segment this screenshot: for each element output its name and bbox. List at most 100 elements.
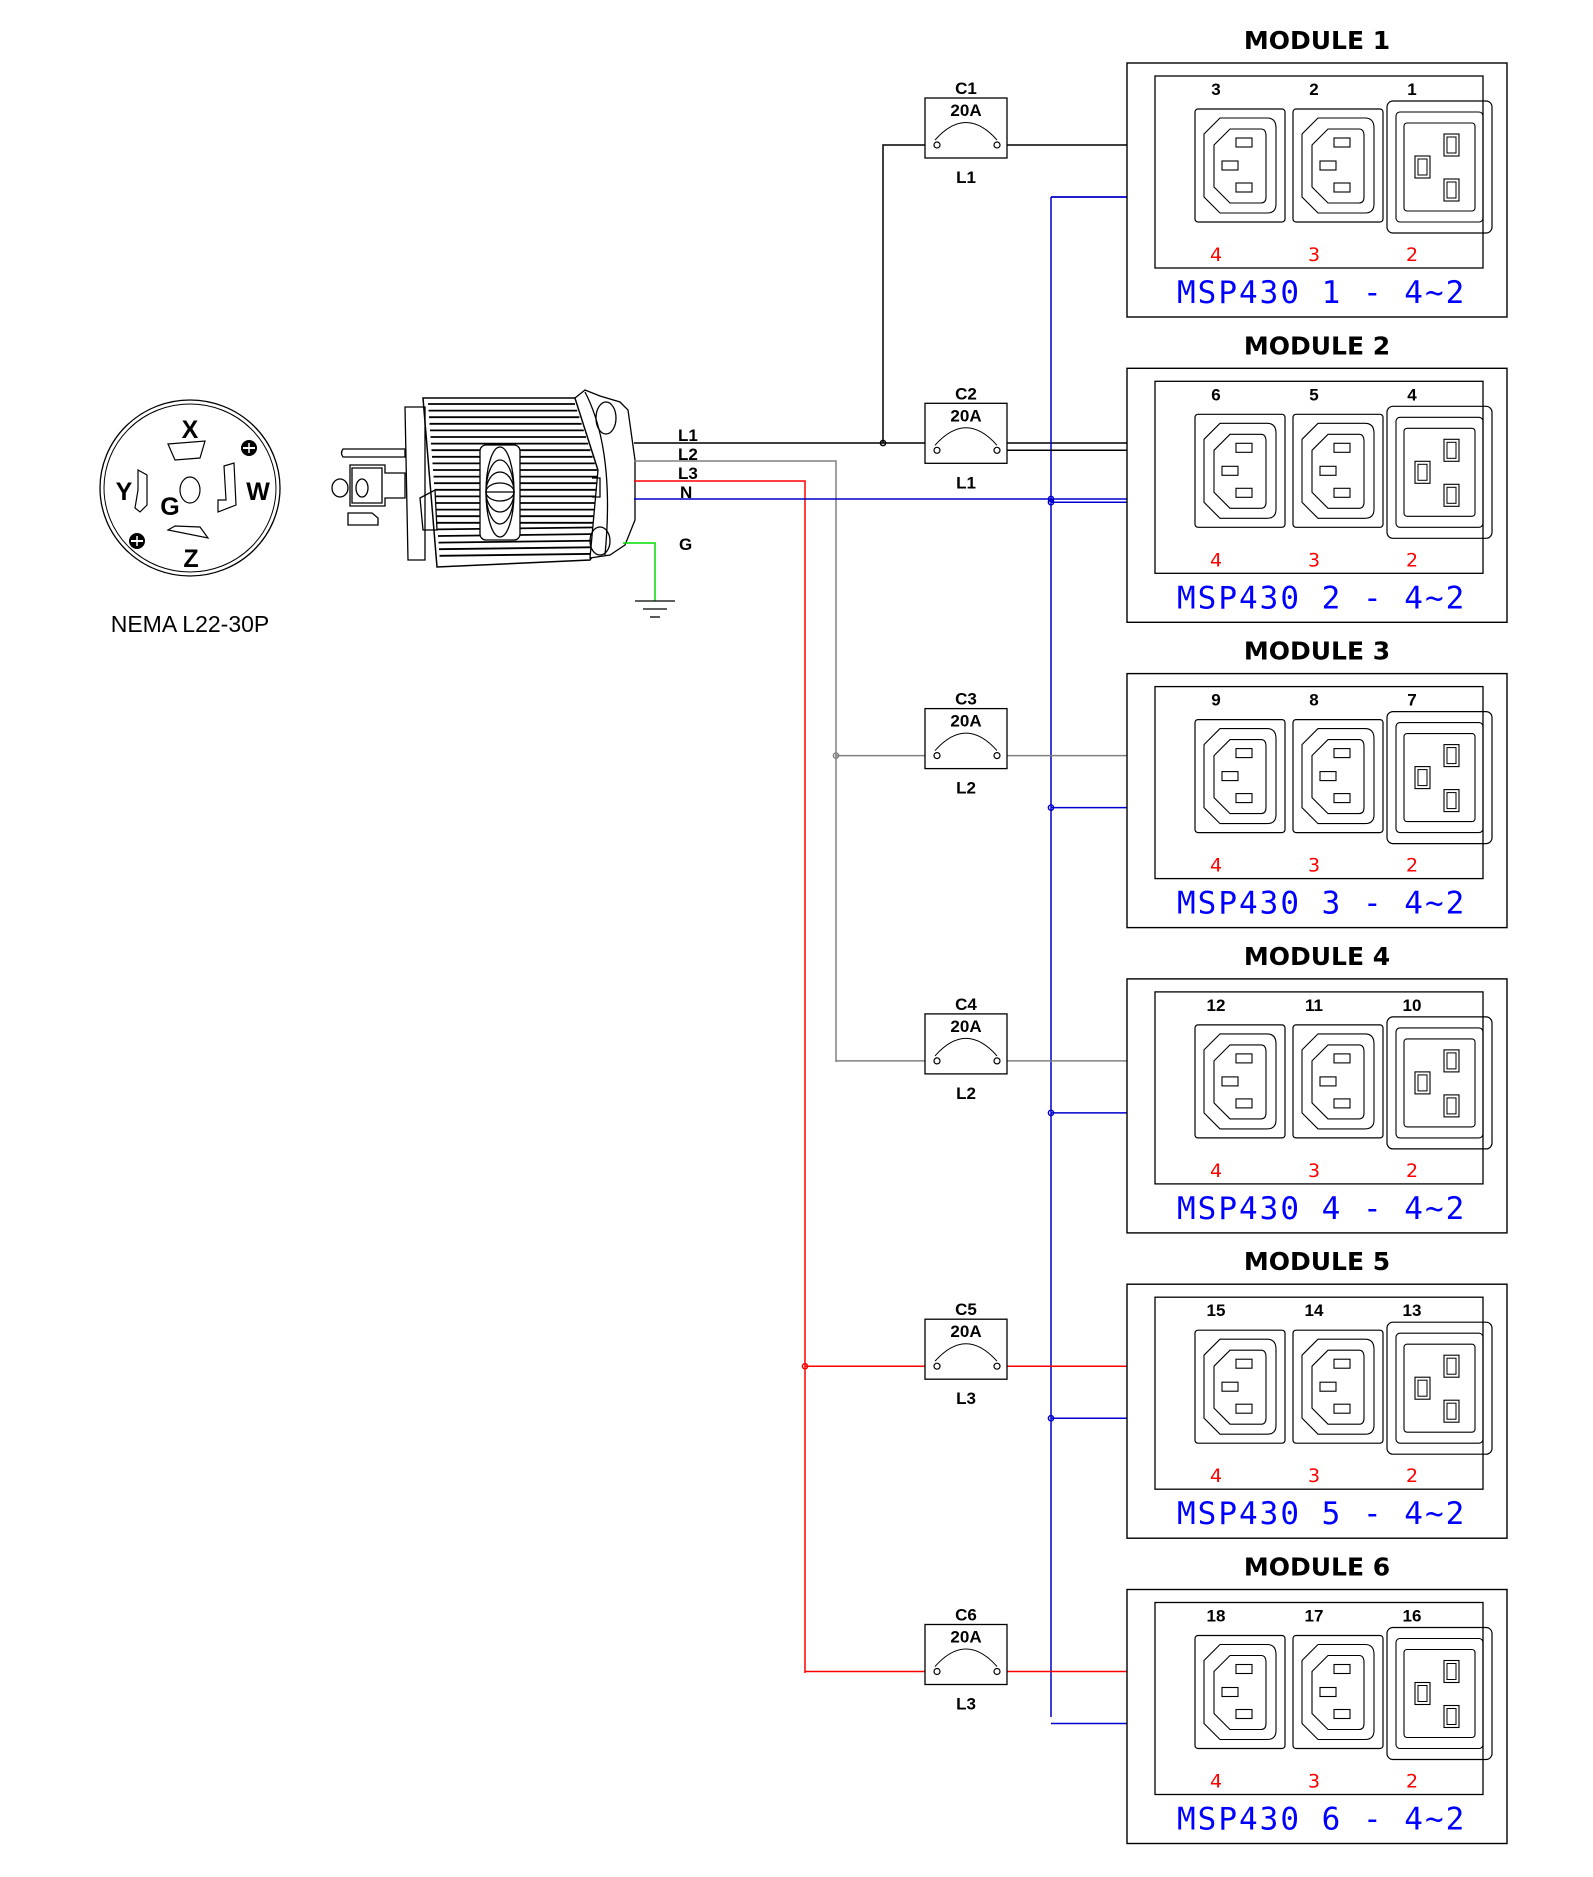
screw-icon	[241, 440, 257, 456]
module-title: MODULE 6	[1244, 1553, 1390, 1582]
module-title: MODULE 1	[1244, 26, 1390, 55]
breaker-terminal	[993, 141, 1001, 149]
iec-c19-outlet-icon	[1386, 1321, 1493, 1455]
iec-c19-outlet-icon	[1386, 710, 1493, 845]
channel-number: 3	[1308, 1771, 1320, 1793]
junction-dot	[1047, 498, 1055, 506]
module-title: MODULE 2	[1244, 331, 1390, 360]
breaker-contact-arc	[934, 427, 998, 446]
outlet-number: 8	[1309, 691, 1318, 710]
breaker-c2: C2 20A L1	[924, 384, 1008, 492]
iec-c13-outlet-icon	[1194, 413, 1286, 528]
outlet-number: 6	[1211, 385, 1220, 404]
channel-number: 4	[1210, 1160, 1222, 1182]
module-outer-box	[1126, 978, 1508, 1234]
breaker-terminal	[933, 1362, 941, 1370]
breaker-contact-arc	[934, 1037, 998, 1057]
iec-c13-outlet-icon	[1292, 1024, 1384, 1139]
breaker-terminal	[993, 1362, 1001, 1370]
pin-label-z: Z	[183, 545, 198, 573]
breaker-contact-arc	[934, 122, 998, 141]
channel-number: 3	[1308, 1465, 1320, 1487]
breaker-phase: L3	[956, 1389, 976, 1408]
outlet-number: 10	[1403, 996, 1422, 1015]
breaker-terminal	[993, 1667, 1001, 1676]
module-title: MODULE 5	[1244, 1247, 1390, 1276]
outlet-number: 11	[1305, 996, 1323, 1015]
breaker-phase: L2	[956, 779, 976, 798]
wire-l2	[634, 460, 837, 1062]
breaker-box	[924, 707, 1008, 770]
junction-dot	[1047, 495, 1055, 503]
iec-c13-outlet-icon	[1194, 1634, 1286, 1750]
breaker-phase: L1	[956, 168, 976, 187]
wire-l1-branch	[882, 144, 927, 443]
breaker-terminal	[933, 141, 941, 149]
breaker-terminal	[933, 446, 941, 454]
channel-number: 3	[1308, 244, 1320, 266]
outlet-number: 2	[1309, 80, 1318, 99]
breaker-rating: 20A	[950, 1628, 981, 1647]
outlet-number: 18	[1207, 1607, 1226, 1626]
channel-number: 4	[1210, 549, 1222, 571]
channel-number: 3	[1308, 549, 1320, 571]
junction-dot	[879, 439, 887, 447]
wire-l3	[634, 480, 806, 1673]
wire-bus	[634, 144, 1127, 1725]
breaker-id: C4	[955, 995, 977, 1014]
iec-c19-outlet-icon	[1386, 405, 1493, 539]
breaker-terminal	[933, 751, 941, 760]
channel-number: 4	[1210, 244, 1222, 266]
outlet-number: 3	[1211, 80, 1220, 99]
module-title: MODULE 4	[1244, 942, 1390, 971]
breaker-rating: 20A	[950, 406, 981, 425]
channel-number: 2	[1406, 1465, 1418, 1487]
module-outer-box	[1126, 62, 1508, 318]
channel-number: 3	[1308, 1160, 1320, 1182]
iec-c13-outlet-icon	[1194, 1024, 1286, 1139]
channel-number: 2	[1406, 855, 1418, 877]
junction-dot	[1047, 1109, 1055, 1117]
iec-c13-outlet-icon	[1194, 1329, 1286, 1444]
outlet-number: 9	[1211, 691, 1220, 710]
outlet-number: 1	[1407, 80, 1416, 99]
ground-symbol-icon	[635, 600, 675, 618]
nema-plug-face: X Y Z W G NEMA L22-30P	[99, 399, 281, 637]
plug-body-drawing	[331, 389, 636, 568]
wire-label-l2: L2	[678, 445, 698, 464]
channel-number: 2	[1406, 1771, 1418, 1793]
ground-wire	[623, 542, 656, 601]
module-outer-box	[1126, 367, 1508, 623]
iec-c19-outlet-icon	[1386, 1626, 1493, 1761]
module-outer-box	[1126, 1283, 1508, 1539]
junction-dot	[1047, 804, 1055, 811]
breaker-terminal	[993, 1057, 1001, 1065]
wire-label-l3: L3	[678, 464, 698, 483]
outlet-number: 12	[1207, 996, 1226, 1015]
breaker-contact-arc	[934, 1343, 998, 1362]
wire-label-g: G	[679, 535, 692, 554]
wire-label-n: N	[680, 483, 692, 502]
channel-number: 2	[1406, 244, 1418, 266]
channel-number: 4	[1210, 855, 1222, 877]
channel-number: 4	[1210, 1771, 1222, 1793]
channel-number: 2	[1406, 549, 1418, 571]
breaker-id: C1	[955, 79, 977, 98]
outlet-number: 17	[1305, 1607, 1324, 1626]
wire-label-l1: L1	[678, 426, 698, 445]
breaker-phase: L1	[956, 473, 976, 492]
breaker-contact-arc	[934, 732, 998, 751]
channel-number: 3	[1308, 855, 1320, 877]
breaker-rating: 20A	[950, 1322, 981, 1341]
iec-c13-outlet-icon	[1292, 108, 1384, 223]
breaker-terminal	[993, 751, 1001, 760]
breaker-id: C2	[955, 384, 977, 403]
